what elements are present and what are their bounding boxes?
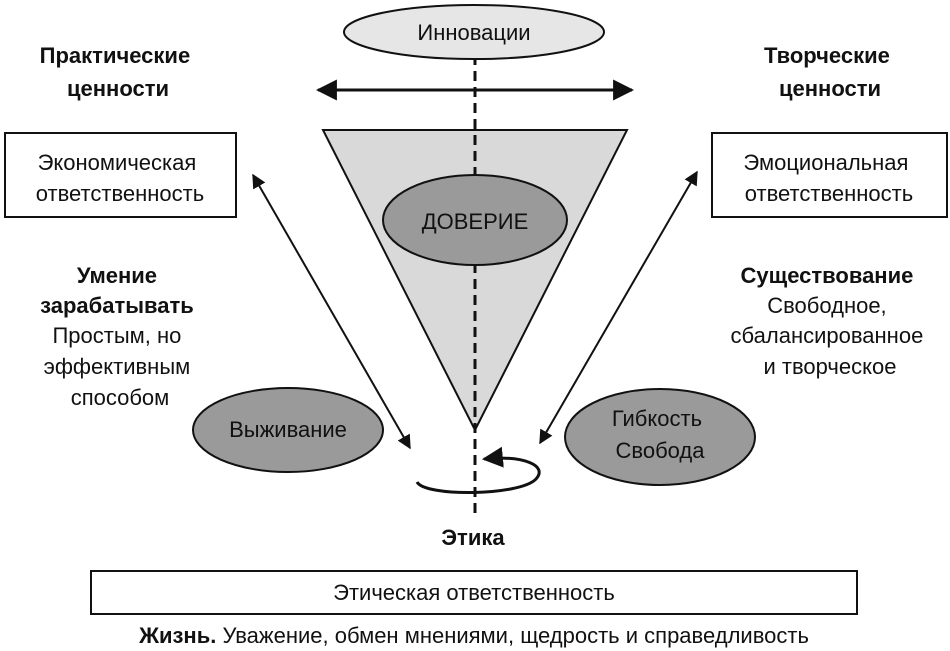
economic-responsibility-box [4,132,237,218]
left-diagonal-arrow [252,173,411,450]
ethics-label: Этика [441,525,505,550]
practical-values-heading: Практические ценности [40,43,197,101]
ethical-responsibility-label: Этическая ответственность [333,580,615,605]
creative-values-heading: Творческие ценности [764,43,896,101]
earning-skill-text: Умение зарабатывать Простым, но эффектив… [40,263,200,410]
flexibility-freedom-ellipse [564,388,756,486]
right-diagonal-arrow [539,170,698,445]
emotional-responsibility-label: Эмоциональная ответственность [743,150,914,206]
existence-text: Существование Свободное, сбалансированно… [731,263,930,379]
trust-label: ДОВЕРИЕ [422,209,529,234]
survival-ellipse [192,387,384,473]
rotation-arrow [415,446,541,494]
innovations-label: Инновации [417,20,530,45]
economic-responsibility-label: Экономическая ответственность [36,150,204,206]
life-footer-text: Жизнь. Уважение, обмен мнениями, щедрост… [138,623,809,648]
innovations-ellipse [343,4,605,60]
flexibility-freedom-label: Гибкость Свобода [612,406,708,463]
survival-label: Выживание [229,417,347,442]
ethical-responsibility-box [90,570,858,615]
emotional-responsibility-box [711,132,948,218]
